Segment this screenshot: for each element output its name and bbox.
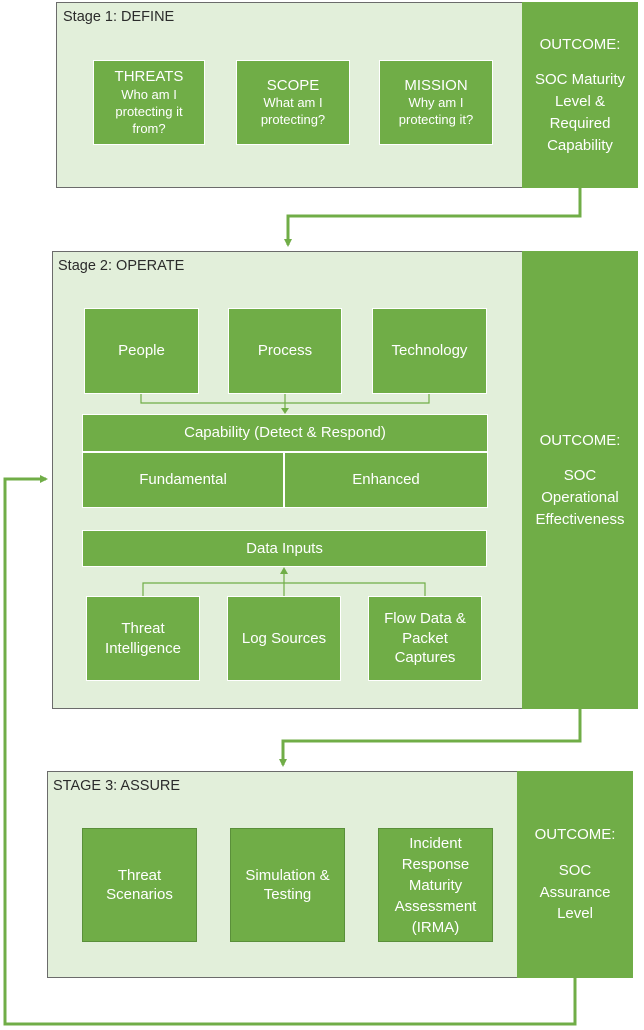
process-box: Process — [228, 308, 342, 394]
log-sources-box: Log Sources — [227, 596, 341, 681]
scope-box: SCOPE What am I protecting? — [236, 60, 350, 145]
pillars-connector-arrowhead — [281, 408, 289, 414]
data-inputs-label: Data Inputs — [246, 539, 323, 557]
arrow-stage1-to-stage2 — [284, 188, 582, 247]
enhanced-label: Enhanced — [352, 471, 420, 489]
pillars-connector — [140, 394, 430, 409]
threat-scenarios-label: Threat Scenarios — [106, 866, 173, 904]
stage3-outcome: OUTCOME: SOC Assurance Level — [517, 771, 633, 978]
stage1-outcome-heading: OUTCOME: — [539, 35, 621, 53]
threats-box: THREATS Who am I protecting it from? — [93, 60, 205, 145]
simulation-testing-box: Simulation & Testing — [230, 828, 345, 942]
stage3-outcome-text: SOC Assurance Level — [539, 861, 611, 923]
arrow-stage2-to-stage3 — [279, 709, 582, 767]
threat-intelligence-box: Threat Intelligence — [86, 596, 200, 681]
flow-data-label: Flow Data & Packet Captures — [384, 610, 466, 667]
simulation-testing-label: Simulation & Testing — [245, 866, 330, 904]
irma-label: Incident Response Maturity Assessment (I… — [394, 834, 477, 936]
threats-text: Who am I protecting it from? — [115, 86, 183, 136]
threat-scenarios-box: Threat Scenarios — [82, 828, 197, 942]
data-inputs-box: Data Inputs — [82, 530, 487, 567]
irma-box: Incident Response Maturity Assessment (I… — [378, 828, 493, 942]
sources-connector — [142, 574, 426, 596]
process-label: Process — [257, 342, 313, 360]
mission-box: MISSION Why am I protecting it? — [379, 60, 493, 145]
capability-title: Capability (Detect & Respond) — [184, 424, 386, 442]
stage1-title: Stage 1: DEFINE — [63, 9, 175, 25]
stage2-outcome: OUTCOME: SOC Operational Effectiveness — [522, 251, 638, 709]
log-sources-label: Log Sources — [241, 629, 327, 647]
threats-heading: THREATS — [114, 68, 184, 86]
mission-heading: MISSION — [404, 76, 468, 94]
mission-text: Why am I protecting it? — [398, 95, 474, 128]
people-box: People — [84, 308, 199, 394]
arrow-feedback-loop — [3, 475, 577, 1026]
capability-header: Capability (Detect & Respond) — [82, 414, 488, 452]
flow-data-box: Flow Data & Packet Captures — [368, 596, 482, 681]
stage1-outcome-text: SOC Maturity Level & Required Capability — [534, 71, 625, 154]
people-label: People — [118, 342, 165, 360]
sources-connector-arrowhead — [280, 567, 288, 574]
fundamental-label: Fundamental — [139, 471, 227, 489]
enhanced-box: Enhanced — [284, 452, 488, 508]
stage2-outcome-text: SOC Operational Effectiveness — [535, 467, 625, 528]
threat-intelligence-label: Threat Intelligence — [105, 620, 181, 657]
fundamental-box: Fundamental — [82, 452, 284, 508]
stage3-outcome-heading: OUTCOME: — [534, 826, 616, 843]
scope-heading: SCOPE — [266, 76, 320, 94]
technology-box: Technology — [372, 308, 487, 394]
stage3-title: STAGE 3: ASSURE — [53, 778, 181, 794]
technology-label: Technology — [391, 342, 468, 360]
stage2-title: Stage 2: OPERATE — [58, 258, 185, 274]
stage2-outcome-heading: OUTCOME: — [539, 431, 621, 449]
scope-text: What am I protecting? — [260, 95, 326, 128]
stage1-outcome: OUTCOME: SOC Maturity Level & Required C… — [522, 2, 638, 188]
